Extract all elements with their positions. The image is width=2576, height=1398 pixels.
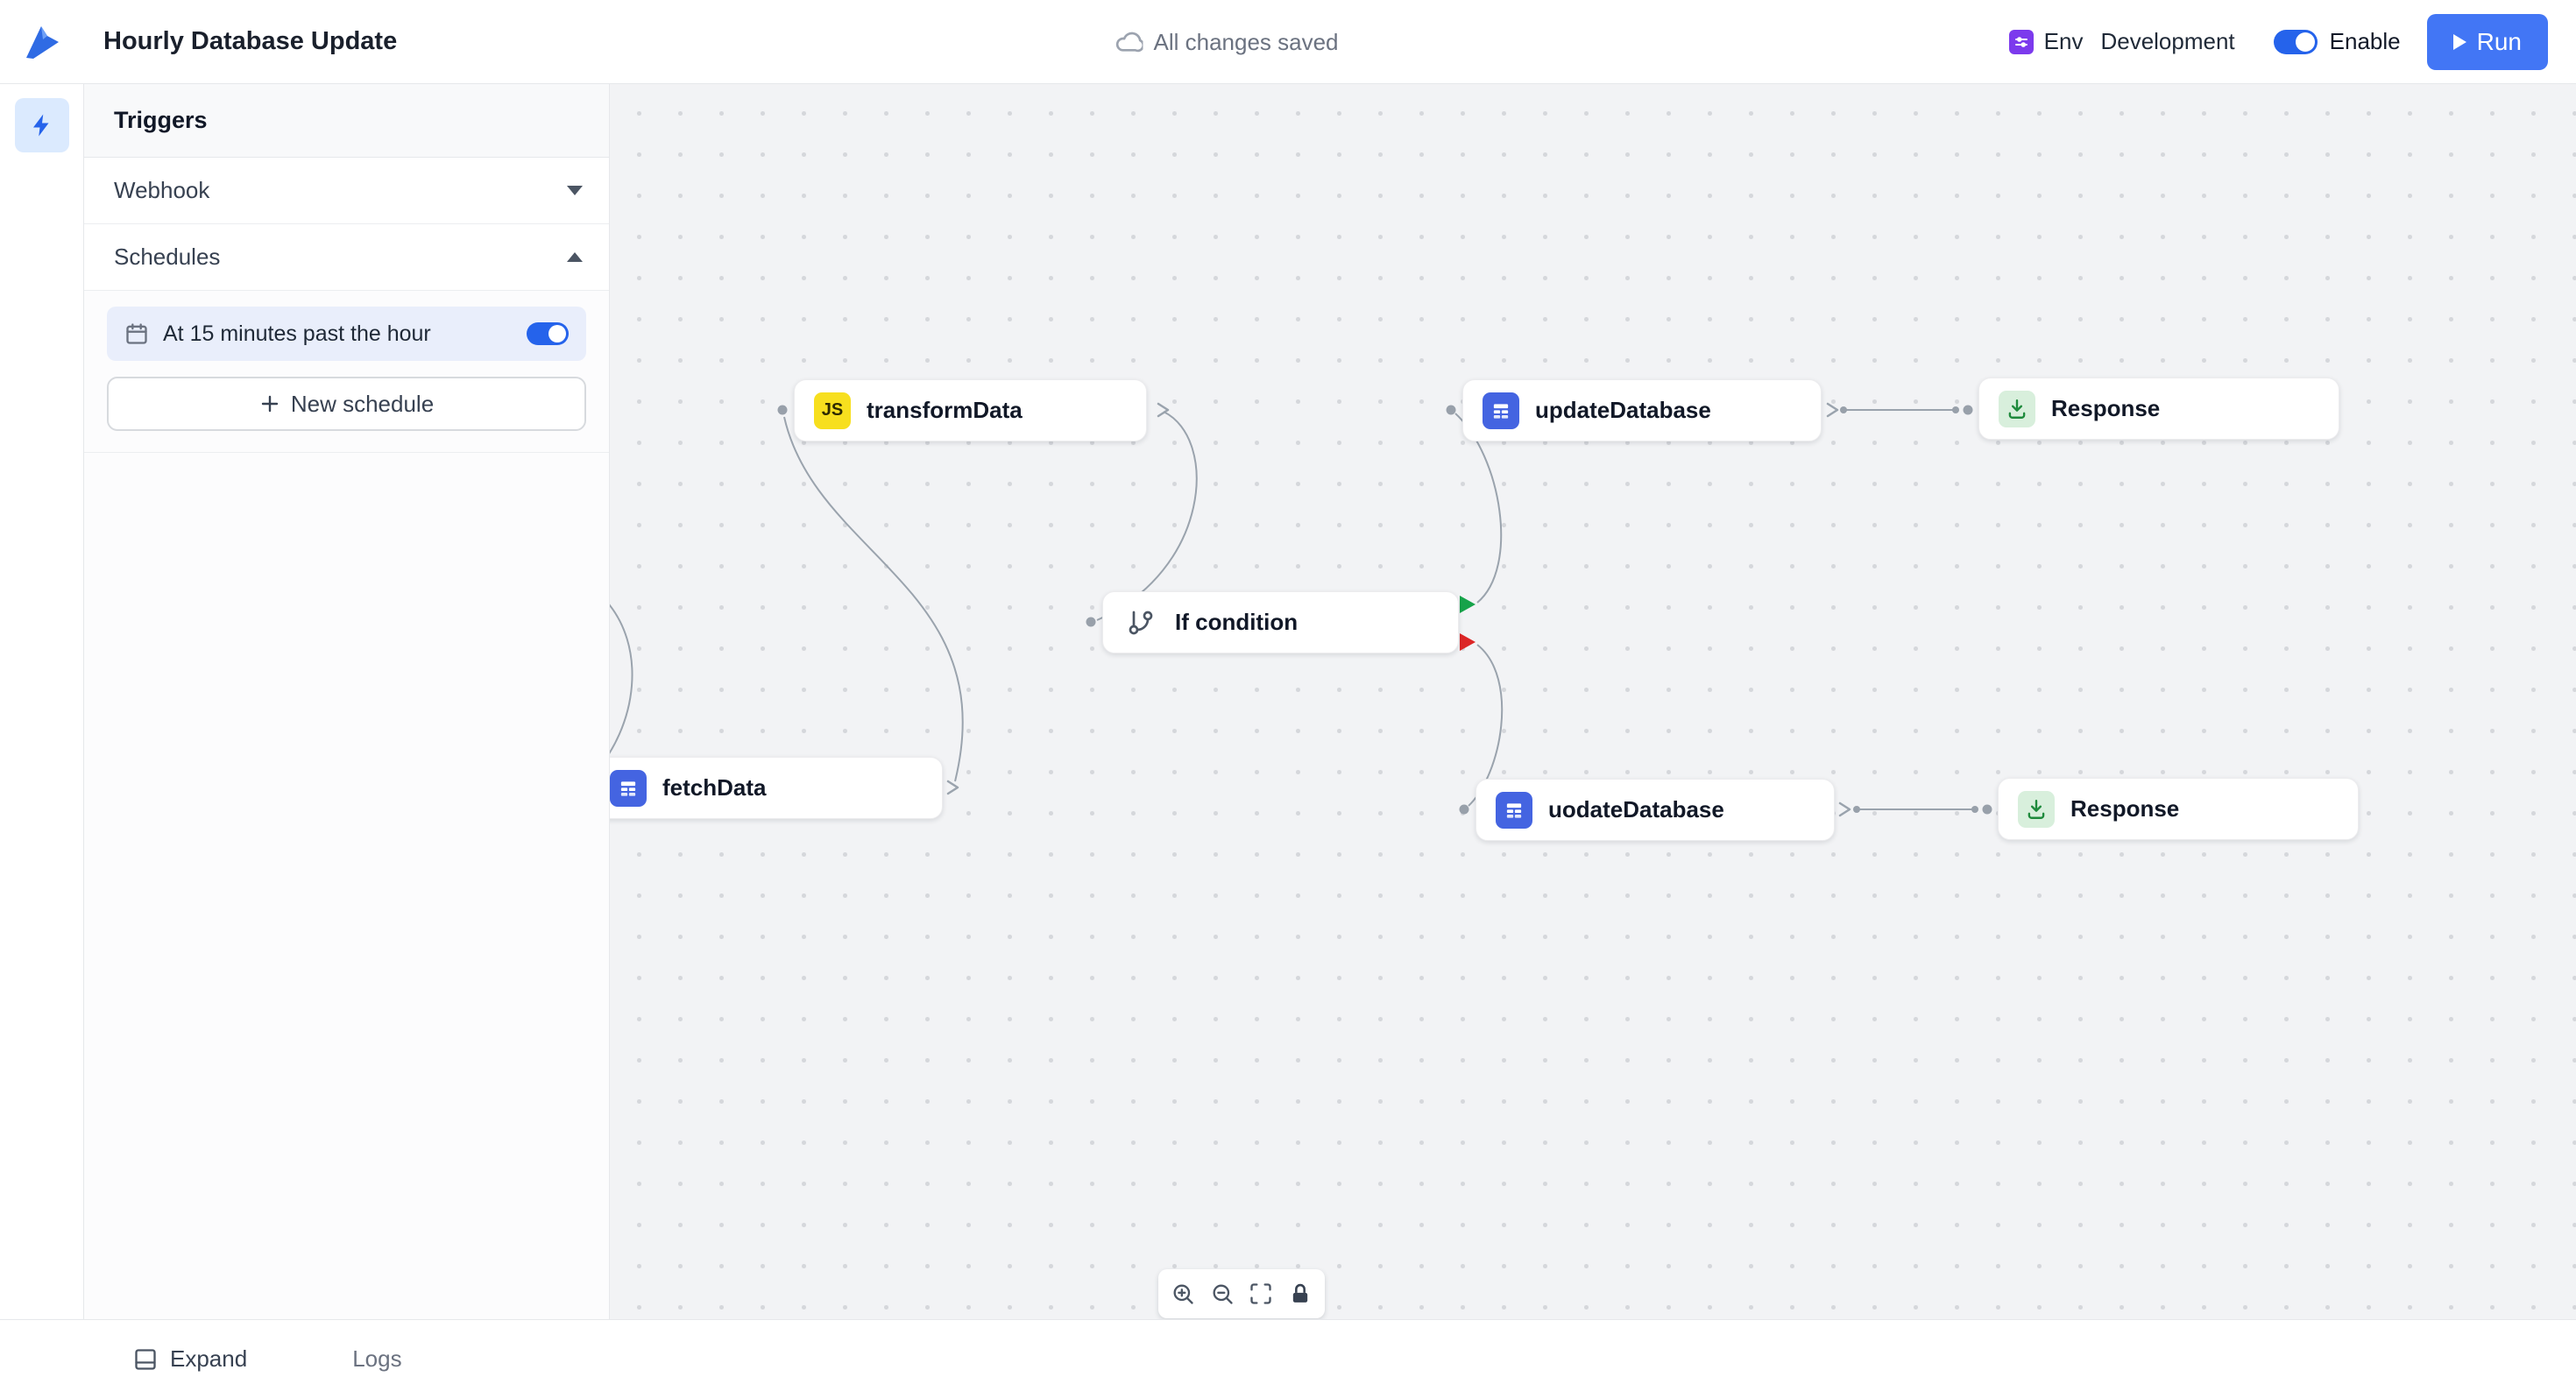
- response-icon: [1999, 390, 2035, 427]
- left-icon-rail: [0, 84, 84, 1319]
- cloud-icon: [1115, 32, 1143, 53]
- expand-panel-icon: [135, 1348, 156, 1370]
- panel-title: Triggers: [84, 84, 609, 158]
- save-status-text: All changes saved: [1153, 28, 1339, 55]
- plus-icon: [261, 395, 279, 413]
- top-bar: Hourly Database Update All changes saved…: [0, 0, 2576, 84]
- run-button-label: Run: [2476, 27, 2522, 55]
- env-label: Env: [2043, 28, 2084, 54]
- triggers-rail-button[interactable]: [14, 98, 69, 152]
- schedule-item[interactable]: At 15 minutes past the hour: [107, 307, 586, 361]
- toggle-knob: [2295, 32, 2315, 52]
- flow-node-fetchdata[interactable]: fetchData: [610, 757, 943, 819]
- zoom-out-icon: [1213, 1284, 1233, 1304]
- flow-node-if-condition[interactable]: If condition: [1102, 591, 1459, 653]
- triggers-panel: Triggers Webhook Schedules At 15 minutes…: [84, 84, 610, 1319]
- fit-view-icon: [1250, 1283, 1272, 1304]
- logs-tab[interactable]: Logs: [352, 1345, 402, 1372]
- database-icon: [1483, 392, 1519, 429]
- run-button[interactable]: Run: [2426, 13, 2548, 70]
- expand-label: Expand: [170, 1345, 248, 1372]
- zoom-out-button[interactable]: [1207, 1279, 1237, 1309]
- expand-button[interactable]: Expand: [133, 1345, 247, 1373]
- env-value: Development: [2100, 28, 2235, 54]
- flow-node-transformdata[interactable]: JS transformData: [794, 379, 1147, 441]
- enable-label: Enable: [2329, 28, 2401, 54]
- node-label: updateDatabase: [1535, 397, 1711, 423]
- webhook-section-label: Webhook: [114, 177, 210, 203]
- node-label: transformData: [867, 397, 1023, 423]
- schedule-label: At 15 minutes past the hour: [163, 321, 431, 346]
- schedule-enable-toggle[interactable]: [527, 322, 569, 345]
- toggle-knob: [548, 325, 566, 342]
- topbar-actions: Env Development Enable Run: [2008, 13, 2576, 70]
- play-icon: [2452, 33, 2466, 50]
- chevron-up-icon: [567, 252, 583, 262]
- branch-icon: [1122, 604, 1159, 641]
- node-label: Response: [2070, 795, 2180, 822]
- environment-selector[interactable]: Env Development: [2008, 28, 2235, 55]
- enable-toggle[interactable]: [2273, 29, 2318, 54]
- node-label: If condition: [1175, 609, 1299, 635]
- database-icon: [610, 769, 647, 807]
- app-logo-icon[interactable]: [19, 19, 65, 65]
- response-icon: [2018, 790, 2055, 828]
- canvas-controls: [1158, 1269, 1325, 1318]
- node-label: fetchData: [662, 774, 767, 801]
- webhook-section-header[interactable]: Webhook: [84, 158, 609, 224]
- schedules-section-content: At 15 minutes past the hour New schedule: [84, 291, 609, 453]
- lightning-bolt-icon: [32, 114, 48, 137]
- schedules-section-label: Schedules: [114, 244, 221, 270]
- lock-button[interactable]: [1285, 1279, 1315, 1309]
- new-schedule-label: New schedule: [290, 390, 435, 417]
- bottom-bar: Expand Logs: [0, 1319, 2576, 1398]
- flow-node-uodatedatabase[interactable]: uodateDatabase: [1476, 779, 1835, 841]
- flow-node-updatedatabase[interactable]: updateDatabase: [1462, 379, 1822, 441]
- new-schedule-button[interactable]: New schedule: [107, 377, 586, 431]
- save-status: All changes saved: [1115, 28, 1339, 56]
- flow-canvas[interactable]: JS transformData updateDatabase Response…: [610, 84, 2576, 1319]
- env-icon: [2008, 29, 2034, 54]
- schedules-section-header[interactable]: Schedules: [84, 224, 609, 291]
- chevron-down-icon: [567, 186, 583, 195]
- lock-icon: [1293, 1283, 1308, 1303]
- zoom-in-button[interactable]: [1168, 1279, 1198, 1309]
- javascript-icon: JS: [814, 392, 851, 429]
- true-branch-arrow: [1460, 596, 1476, 613]
- node-label: uodateDatabase: [1548, 796, 1724, 823]
- fit-view-button[interactable]: [1246, 1279, 1276, 1309]
- node-label: Response: [2051, 395, 2161, 421]
- flow-title: Hourly Database Update: [103, 27, 398, 55]
- flow-node-response-top[interactable]: Response: [1978, 378, 2339, 440]
- false-branch-arrow: [1460, 633, 1476, 651]
- calendar-icon: [126, 323, 147, 344]
- database-icon: [1496, 791, 1532, 829]
- flow-node-response-bottom[interactable]: Response: [1998, 778, 2359, 840]
- zoom-in-icon: [1173, 1284, 1193, 1304]
- flow-edges: [610, 402, 1992, 817]
